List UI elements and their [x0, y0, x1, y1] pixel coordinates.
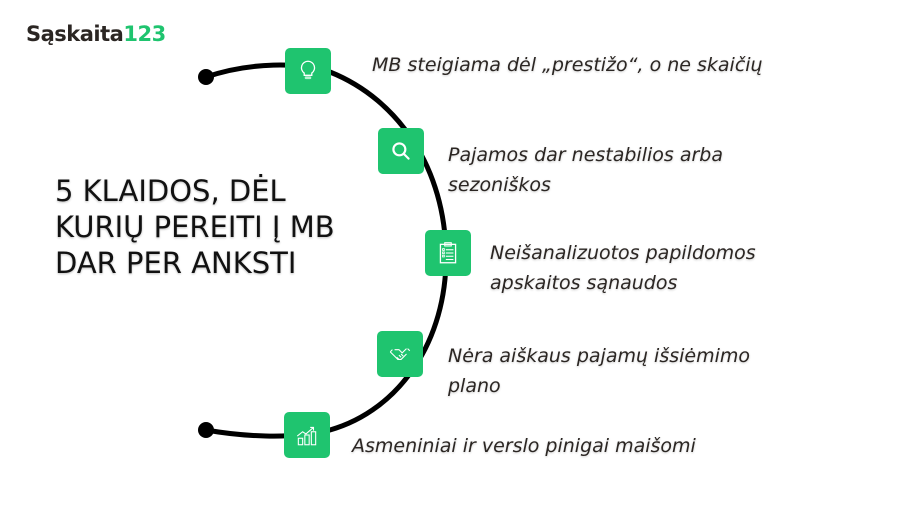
- step-4-node: [377, 331, 423, 377]
- logo-number: 123: [123, 22, 166, 46]
- step-5-label: Asmeniniai ir verslo pinigai maišomi: [352, 435, 696, 457]
- lightbulb-icon: [300, 60, 316, 80]
- step-2-label: Pajamos dar nestabilios arba sezoniškos: [448, 144, 723, 196]
- step-1-label: MB steigiama dėl „prestižo“, o ne skaiči…: [372, 54, 763, 76]
- step-3-label: Neišanalizuotos papildomos apskaitos sąn…: [490, 242, 756, 294]
- step-4-label: Nėra aiškaus pajamų išsiėmimo plano: [448, 345, 751, 397]
- step-3-node: [425, 230, 471, 276]
- growth-chart-icon: [296, 426, 317, 446]
- search-icon: [392, 142, 410, 160]
- page-title: 5 KLAIDOS, DĖL KURIŲ PEREITI Į MB DAR PE…: [55, 174, 335, 280]
- step-1-node: [285, 48, 331, 94]
- arc-start-dot: [198, 69, 214, 85]
- handshake-icon: [389, 348, 411, 360]
- arc-end-dot: [198, 422, 214, 438]
- logo: Sąskaita123: [26, 22, 166, 46]
- logo-text: Sąskaita: [26, 22, 124, 46]
- step-5-node: [284, 412, 330, 458]
- clipboard-icon: [439, 242, 457, 264]
- step-2-node: [378, 128, 424, 174]
